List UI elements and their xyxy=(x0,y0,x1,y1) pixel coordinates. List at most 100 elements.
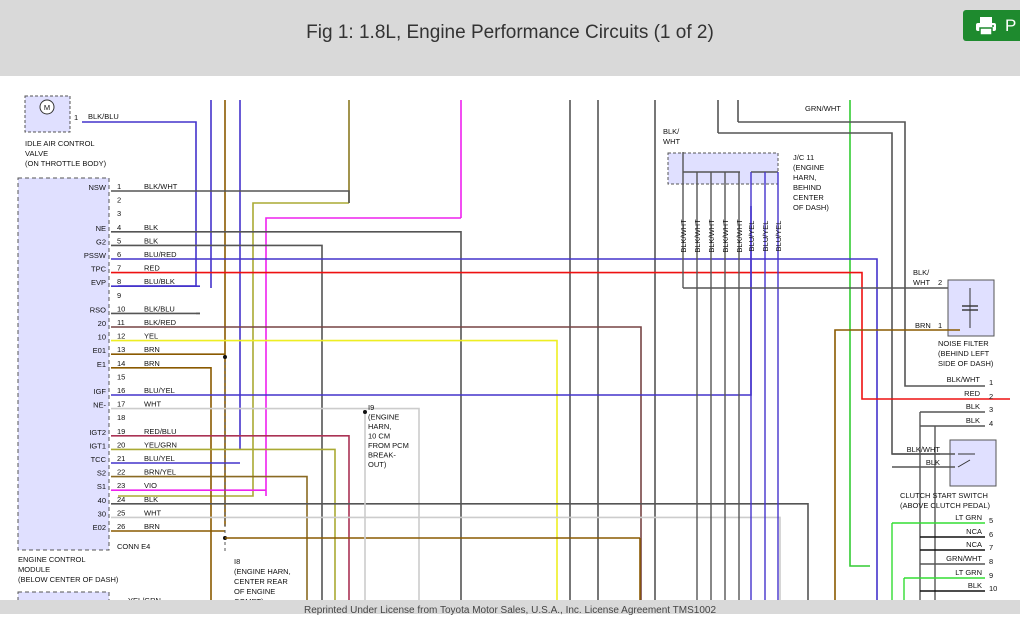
right-wire-label: BLK xyxy=(966,402,980,411)
circuit-wire xyxy=(200,516,781,614)
i9-label-line: I9 xyxy=(368,403,374,412)
i9-label-line: FROM PCM xyxy=(368,441,409,450)
i9-label-line: OUT) xyxy=(368,460,387,469)
i9-label-line: 10 CM xyxy=(368,432,390,441)
ecm-wire-label: BLK/BLU xyxy=(144,304,175,313)
jc11-in-label: WHT xyxy=(663,137,680,146)
circuit-wire xyxy=(200,366,212,614)
jc11-label-line: HARN, xyxy=(793,173,816,182)
ecm-pin-number: 14 xyxy=(117,359,125,368)
circuit-wire xyxy=(200,244,323,614)
right-pin-number: 5 xyxy=(989,516,993,525)
ecm-wire-label: BRN/YEL xyxy=(144,468,176,477)
ecm-wire-label: WHT xyxy=(144,508,161,517)
circuit-wire xyxy=(200,434,350,614)
right-pin-number: 9 xyxy=(989,571,993,580)
clutch-wire-label: BLK xyxy=(926,458,940,467)
iac-label-line: IDLE AIR CONTROL xyxy=(25,139,95,148)
printer-icon xyxy=(976,16,996,36)
jc11-wire-label: BLU/YEL xyxy=(747,221,756,252)
ecm-wire-label: BLK/RED xyxy=(144,318,177,327)
right-pin-number: 3 xyxy=(989,405,993,414)
ecm-pin-number: 9 xyxy=(117,291,121,300)
ecm-wire-label: VIO xyxy=(144,481,157,490)
ecm-pin-name: RSO xyxy=(90,305,106,314)
ecm-pin-name: TPC xyxy=(91,265,107,274)
ecm-pin-name: 40 xyxy=(98,496,106,505)
ecm-pin-number: 23 xyxy=(117,481,125,490)
jc11-wire-label: BLK/WHT xyxy=(721,219,730,253)
ecm-pin-name: IGF xyxy=(94,387,107,396)
iac-pin-number: 1 xyxy=(74,113,78,122)
ecm-pin-number: 19 xyxy=(117,427,125,436)
right-pin-number: 2 xyxy=(989,392,993,401)
i9-label-line: HARN, xyxy=(368,422,391,431)
right-pin-number: 4 xyxy=(989,419,993,428)
circuit-wire xyxy=(200,258,878,614)
ecm-pin-name: NE- xyxy=(93,401,106,410)
ecm-pin-name: E01 xyxy=(93,346,106,355)
iac-wire-label: BLK/BLU xyxy=(88,112,119,121)
print-button[interactable]: P xyxy=(963,10,1020,41)
ecm-wire-label: BLK xyxy=(144,495,158,504)
i8-label-line: OF ENGINE xyxy=(234,587,275,596)
ecm-wire-label: BLU/RED xyxy=(144,250,177,259)
noise-filter-top-wire: BLK/ xyxy=(913,268,930,277)
ecm-pin-number: 22 xyxy=(117,468,125,477)
ecm-pin-name: E1 xyxy=(97,360,106,369)
ecm-pin-name: PSSW xyxy=(84,251,107,260)
circuit-wire xyxy=(200,326,642,614)
right-pin-number: 1 xyxy=(989,378,993,387)
ecm-pin-name: IGT2 xyxy=(89,428,106,437)
ecm-pin-name: IGT1 xyxy=(89,441,106,450)
ecm-label-line: MODULE xyxy=(18,565,50,574)
clutch-switch-body xyxy=(949,439,997,487)
jc11-wire-label: BLK/WHT xyxy=(735,219,744,253)
ecm-pin-name: 30 xyxy=(98,509,106,518)
clutch-wire-label: BLK/WHT xyxy=(907,445,941,454)
clutch-label-line: (ABOVE CLUTCH PEDAL) xyxy=(900,501,991,510)
ecm-pin-number: 6 xyxy=(117,250,121,259)
motor-symbol-label: M xyxy=(44,103,50,112)
jc11-wire-label: BLK/WHT xyxy=(679,219,688,253)
ecm-pin-number: 2 xyxy=(117,196,121,205)
ecm-label-line: (BELOW CENTER OF DASH) xyxy=(18,575,119,584)
ecm-wire-label: BLK xyxy=(144,223,158,232)
ecm-pin-name: EVP xyxy=(91,278,106,287)
motor-icon xyxy=(39,99,55,115)
ecm-wire-label: RED xyxy=(144,264,160,273)
i8-label-line: I8 xyxy=(234,557,240,566)
ecm-pin-name: E02 xyxy=(93,523,106,532)
ecm-pin-number: 8 xyxy=(117,277,121,286)
circuit-wire xyxy=(200,448,336,614)
jc11-wire-label: BLK/WHT xyxy=(707,219,716,253)
ecm-wire-label: BRN xyxy=(144,522,160,531)
ecm-pin-number: 11 xyxy=(117,318,125,327)
iac-label-line: VALVE xyxy=(25,149,48,158)
circuit-wire xyxy=(200,475,308,614)
ecm-pin-name: S2 xyxy=(97,469,106,478)
noise-filter-label: SIDE OF DASH) xyxy=(938,359,994,368)
i8-label-line: (ENGINE HARN, xyxy=(234,567,291,576)
noise-filter-top-wire: WHT xyxy=(913,278,930,287)
right-wire-label: LT GRN xyxy=(955,513,982,522)
ecm-module-body xyxy=(17,177,110,551)
noise-filter-pin: 1 xyxy=(938,321,942,330)
right-pin-number: 7 xyxy=(989,543,993,552)
ecm-pin-number: 12 xyxy=(117,332,125,341)
ecm-pin-name: TCC xyxy=(91,455,107,464)
right-wire-label: BLK xyxy=(966,416,980,425)
jc11-wire-label: BLU/YEL xyxy=(761,221,770,252)
circuit-wire xyxy=(200,339,558,614)
circuit-wire xyxy=(200,231,462,614)
iac-label-line: (ON THROTTLE BODY) xyxy=(25,159,107,168)
ecm-pin-number: 17 xyxy=(117,400,125,409)
right-pin-number: 10 xyxy=(989,584,997,593)
noise-filter-bottom-wire: BRN xyxy=(915,321,931,330)
right-wire-label: RED xyxy=(964,389,980,398)
ecm-wire-label: BLK xyxy=(144,236,158,245)
i8-label-line: CENTER REAR xyxy=(234,577,288,586)
ecm-wire-label: BRN xyxy=(144,345,160,354)
